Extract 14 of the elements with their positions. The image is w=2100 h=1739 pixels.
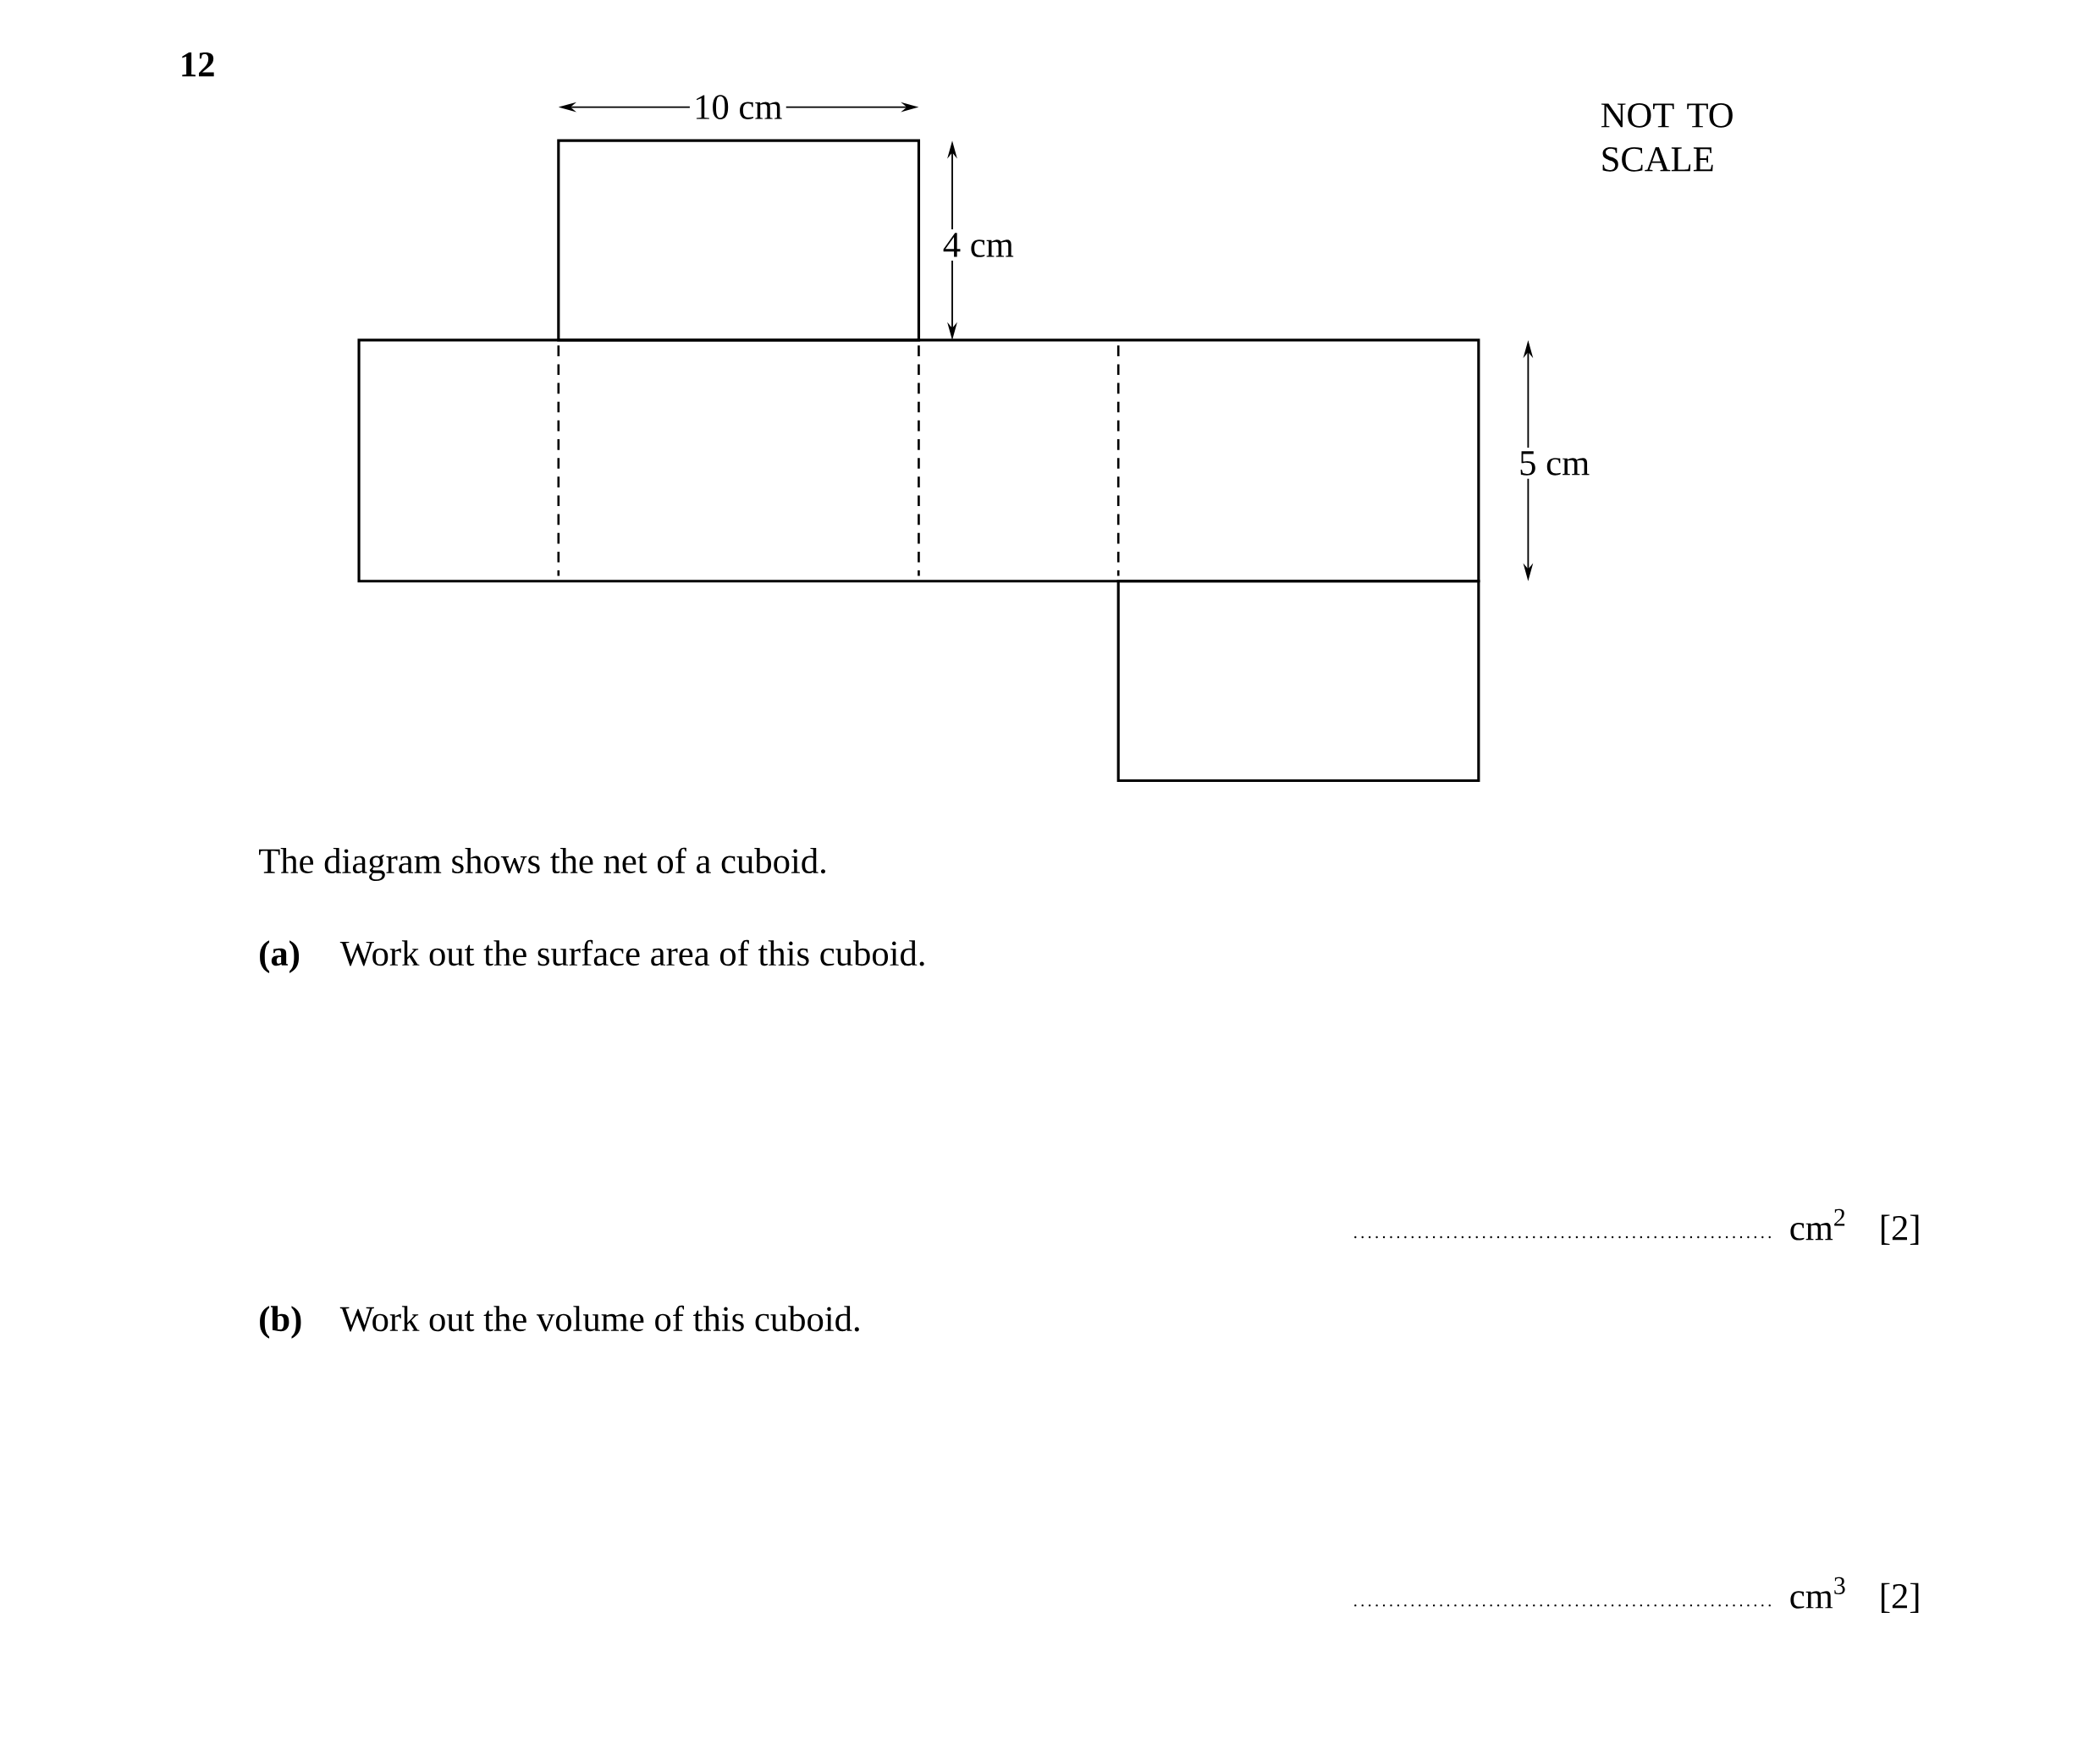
question-text: Work out the volume of this cuboid.: [339, 1305, 859, 1332]
unit-label: cm$^{3}$: [1790, 1577, 1845, 1609]
mark-allocation: [2]: [1881, 1214, 1919, 1245]
mark-allocation: [2]: [1881, 1582, 1919, 1613]
question-text: Work out the surface area of this cuboid.: [339, 939, 924, 966]
part-label: (a): [260, 940, 300, 973]
unit-label: cm$^{2}$: [1790, 1208, 1845, 1241]
part-label: (b): [260, 1306, 301, 1339]
dimension-label: 4 cm: [939, 228, 1018, 261]
dimension-label: 5 cm: [1514, 447, 1594, 479]
question-number: 12: [182, 52, 214, 76]
dimension-label: 10 cm: [689, 91, 786, 123]
scale-note: NOT TO SCALE: [1601, 102, 1733, 172]
question-text: The diagram shows the net of a cuboid.: [259, 847, 825, 881]
